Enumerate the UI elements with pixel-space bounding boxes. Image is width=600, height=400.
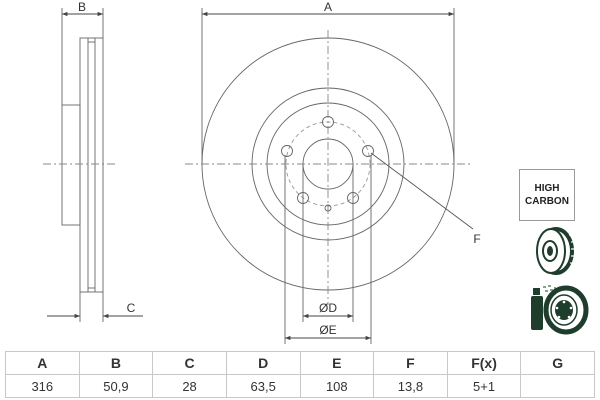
dimension-e-label: ØE <box>319 323 336 337</box>
high-carbon-line1: HIGH <box>534 183 560 194</box>
value-fx: 5+1 <box>446 374 522 398</box>
header-d: D <box>225 351 301 375</box>
dimension-d-label: ØD <box>319 301 337 315</box>
bolt-hole <box>281 145 293 157</box>
spray-coated-disc-icon <box>531 285 589 335</box>
disc-profile <box>79 37 104 293</box>
bolt-hole <box>362 145 374 157</box>
value-g <box>520 374 595 398</box>
spec-table-header-row: A B C D E F F(x) G <box>5 351 595 375</box>
technical-drawing: B C A ØD ØE F <box>43 0 589 344</box>
dimension-c-label: C <box>127 301 136 315</box>
header-e: E <box>299 351 375 375</box>
value-a: 316 <box>5 374 80 398</box>
header-fx: F(x) <box>446 351 522 375</box>
f-leader-line <box>370 152 474 230</box>
value-b: 50,9 <box>78 374 154 398</box>
spec-table-value-row: 316 50,9 28 63,5 108 13,8 5+1 <box>5 374 595 398</box>
dimension-a-label: A <box>324 0 332 14</box>
value-d: 63,5 <box>225 374 301 398</box>
header-b: B <box>78 351 154 375</box>
vented-disc-icon <box>536 227 575 275</box>
value-f: 13,8 <box>373 374 448 398</box>
header-g: G <box>520 351 595 375</box>
high-carbon-badge: HIGH CARBON <box>519 169 575 221</box>
header-f: F <box>373 351 448 375</box>
header-a: A <box>5 351 80 375</box>
hub-profile <box>61 104 81 226</box>
high-carbon-line2: CARBON <box>525 196 569 207</box>
dimension-f-label: F <box>473 232 480 246</box>
dimension-b-label: B <box>78 0 86 14</box>
spec-table: A B C D E F F(x) G 316 50,9 28 63,5 108 … <box>5 351 595 398</box>
side-view <box>43 8 118 322</box>
value-e: 108 <box>299 374 375 398</box>
front-view <box>185 8 474 344</box>
header-c: C <box>152 351 227 375</box>
value-c: 28 <box>152 374 227 398</box>
